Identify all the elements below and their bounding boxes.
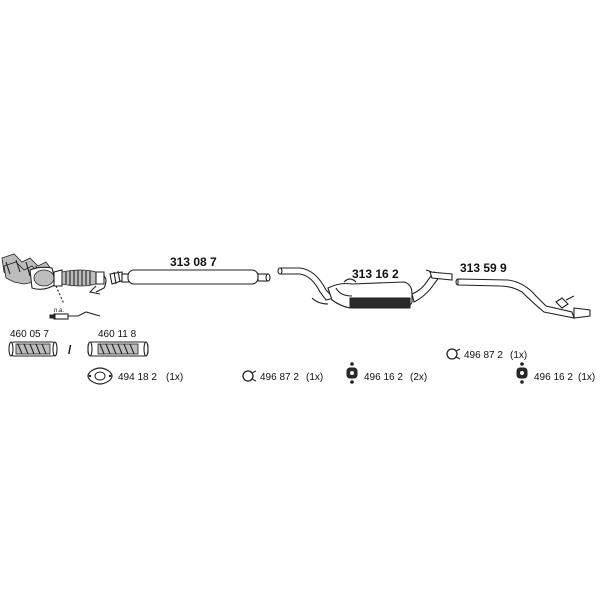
accessory-qty: (2x): [410, 372, 427, 383]
accessory-clamp[interactable]: 496 87 2 (1x): [242, 370, 323, 383]
accessory-qty: (1x): [578, 372, 595, 383]
sensor-note: n.a.: [54, 308, 64, 314]
accessory-number: 496 16 2: [534, 372, 573, 383]
accessory-clamp-rear[interactable]: 496 87 2 (1x): [446, 348, 527, 361]
clamp-ring-icon: [242, 370, 257, 382]
flex-pipe-b-number: 460 11 8: [98, 329, 137, 340]
manifold-catalyst-assembly[interactable]: [1, 253, 107, 295]
accessory-number: 496 87 2: [464, 350, 503, 361]
rear-silencer-number: 313 59 9: [460, 261, 507, 275]
accessory-qty: (1x): [306, 372, 323, 383]
middle-silencer[interactable]: [277, 267, 453, 309]
accessory-number: 496 87 2: [260, 372, 299, 383]
accessory-qty: (1x): [510, 350, 527, 361]
middle-silencer-number: 313 16 2: [352, 267, 399, 281]
flex-pipe-b[interactable]: [87, 341, 149, 357]
accessory-gasket[interactable]: 494 18 2 (1x): [87, 367, 183, 385]
main-silencer[interactable]: [109, 269, 271, 285]
accessory-rubber-mount-rear[interactable]: 496 16 2 (1x): [516, 362, 595, 384]
rear-silencer[interactable]: [455, 278, 591, 319]
clamp-ring-icon: [446, 348, 461, 360]
accessory-rubber-mount[interactable]: 496 16 2 (2x): [346, 362, 427, 384]
rubber-mount-icon: [516, 362, 528, 384]
lambda-sensor[interactable]: n.a.: [49, 285, 101, 320]
separator-slash: /: [68, 343, 72, 357]
accessory-number: 494 18 2: [118, 372, 157, 383]
accessory-qty: (1x): [166, 372, 183, 383]
gasket-icon: [87, 367, 113, 385]
accessory-number: 496 16 2: [364, 372, 403, 383]
rubber-mount-icon: [346, 362, 358, 384]
main-silencer-number: 313 08 7: [170, 255, 217, 269]
flex-pipe-a-number: 460 05 7: [10, 329, 49, 340]
flex-pipe-a[interactable]: [8, 341, 58, 357]
